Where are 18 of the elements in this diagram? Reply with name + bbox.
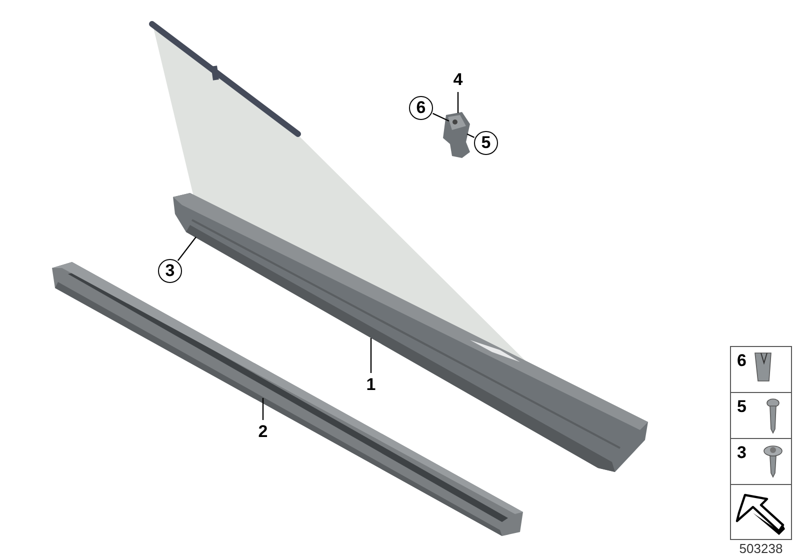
part-number: 3 — [737, 443, 746, 463]
diagram-number: 503238 — [738, 541, 784, 556]
callout-number: 2 — [252, 421, 274, 443]
callout-number: 4 — [447, 69, 469, 91]
callout-number: 1 — [360, 374, 382, 396]
part-number: 6 — [737, 351, 746, 371]
leader-line — [466, 133, 474, 138]
leader-line — [432, 112, 450, 122]
callout-number: 6 — [409, 96, 433, 120]
leader-line — [177, 236, 196, 262]
leader-line — [262, 398, 264, 420]
trim-strip-drawing — [52, 262, 523, 536]
callout-number: 3 — [158, 259, 182, 283]
leader-line — [370, 338, 372, 373]
part-number: 5 — [737, 397, 746, 417]
leader-line — [457, 92, 459, 113]
callout-number: 5 — [474, 131, 498, 155]
bracket-drawing — [443, 112, 470, 158]
